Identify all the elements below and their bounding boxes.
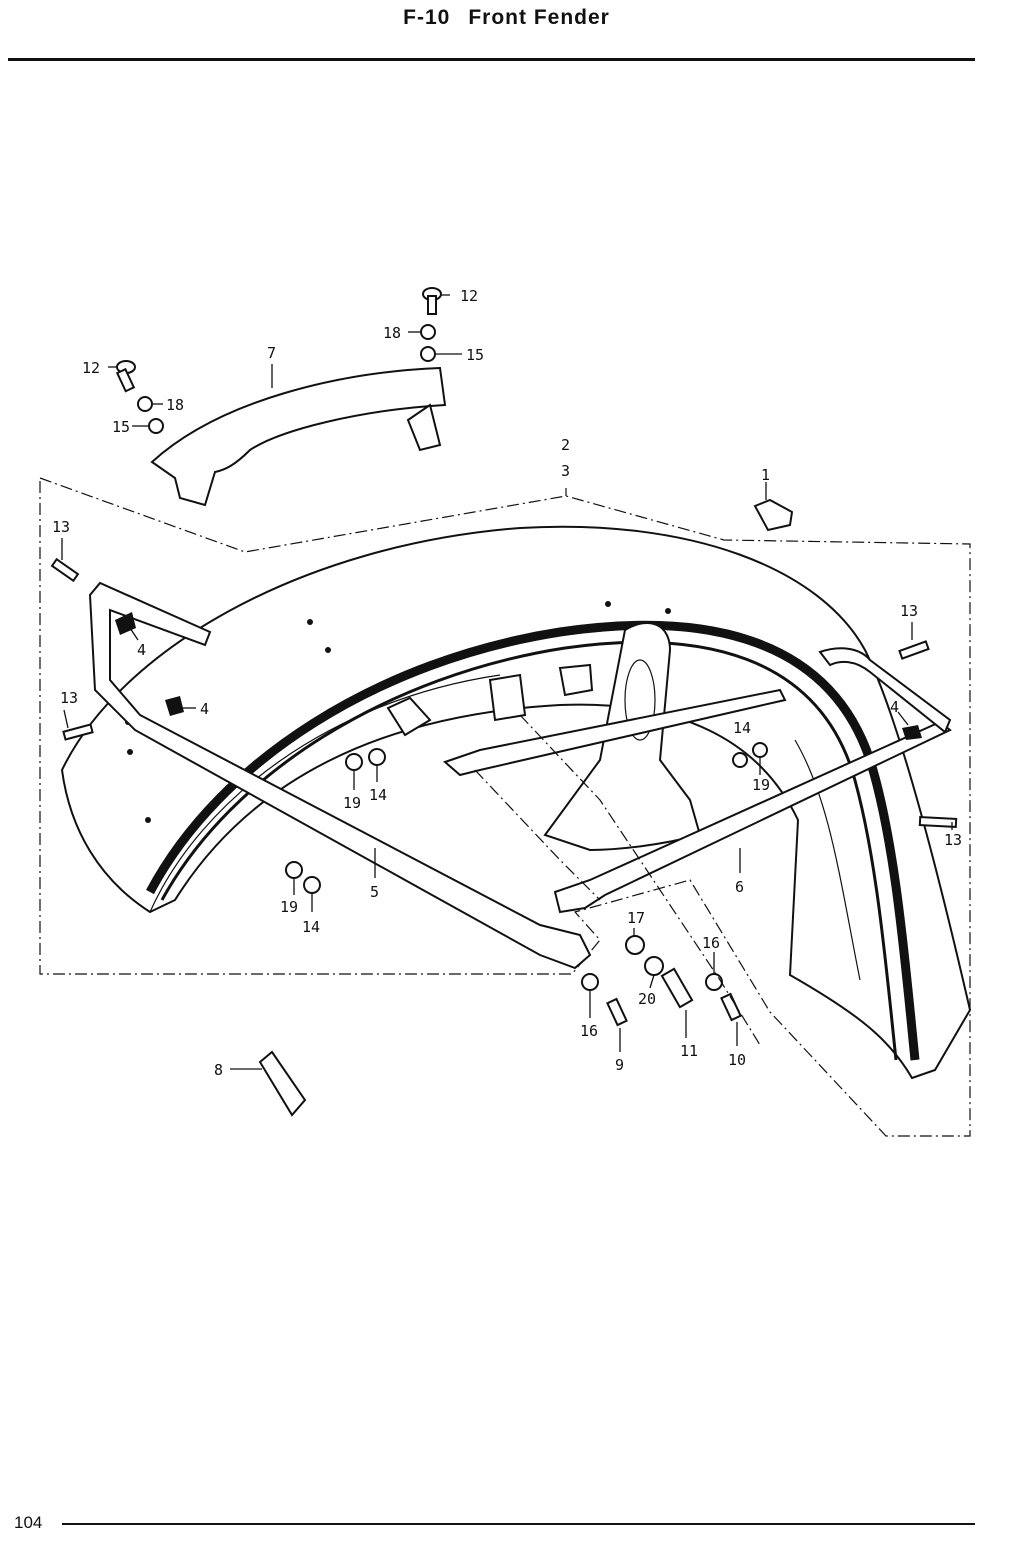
fender-tab (558, 663, 594, 697)
callout-18: 18 (383, 324, 401, 342)
callout-4: 4 (137, 641, 146, 659)
callout-11: 11 (680, 1042, 698, 1060)
callout-12: 12 (82, 359, 100, 377)
callout-16: 16 (702, 934, 720, 952)
fender-stay-right (553, 720, 952, 914)
fender-stripe-inner (160, 640, 898, 1061)
callout-19: 19 (752, 776, 770, 794)
header-rule (8, 58, 975, 61)
callout-9: 9 (615, 1056, 624, 1074)
page-title: F-10 Front Fender (0, 6, 1013, 30)
fender-cover (150, 366, 447, 507)
callout-19: 19 (280, 898, 298, 916)
fender-tab (488, 673, 527, 722)
callout-13: 13 (900, 602, 918, 620)
grommet (165, 696, 184, 716)
callout-4: 4 (890, 698, 899, 716)
callout-17: 17 (627, 909, 645, 927)
fender-stay-left (88, 581, 592, 970)
footer-rule (62, 1523, 975, 1525)
grommet (902, 725, 922, 740)
callout-4: 4 (200, 700, 209, 718)
cover-tab (406, 403, 442, 452)
callout-2: 2 (561, 436, 570, 454)
callout-20: 20 (638, 990, 656, 1008)
callout-1: 1 (761, 466, 770, 484)
fender-stripe (146, 620, 920, 1061)
cross-stay (443, 688, 787, 777)
callout-13: 13 (60, 689, 78, 707)
callout-15: 15 (112, 418, 130, 436)
fender-stay-right-loop (818, 647, 952, 734)
callout-14: 14 (302, 918, 320, 936)
hardware (50, 287, 958, 1117)
callout-18: 18 (166, 396, 184, 414)
callout-14: 14 (369, 786, 387, 804)
fender-inner-lip (149, 674, 501, 913)
callout-13: 13 (52, 518, 70, 536)
callout-13: 13 (944, 831, 962, 849)
callout-15: 15 (466, 346, 484, 364)
callout-19: 19 (343, 794, 361, 812)
callout-14: 14 (733, 719, 751, 737)
callout-16: 16 (580, 1022, 598, 1040)
callout-3: 3 (561, 462, 570, 480)
fender-tab (386, 696, 432, 737)
callout-5: 5 (370, 883, 379, 901)
callout-numbers: 1 2 3 4 4 4 5 6 7 8 9 10 11 12 12 13 13 … (52, 287, 962, 1079)
callout-8: 8 (214, 1061, 223, 1079)
callout-6: 6 (735, 878, 744, 896)
page-number: 104 (14, 1513, 43, 1532)
callout-12: 12 (460, 287, 478, 305)
section-code: F-10 (403, 6, 451, 29)
fender-inner-edge (794, 739, 861, 981)
callout-7: 7 (267, 344, 276, 362)
leader-lines (61, 294, 953, 1070)
section-title: Front Fender (468, 6, 610, 29)
fender-shell (60, 525, 972, 1080)
callout-10: 10 (728, 1051, 746, 1069)
